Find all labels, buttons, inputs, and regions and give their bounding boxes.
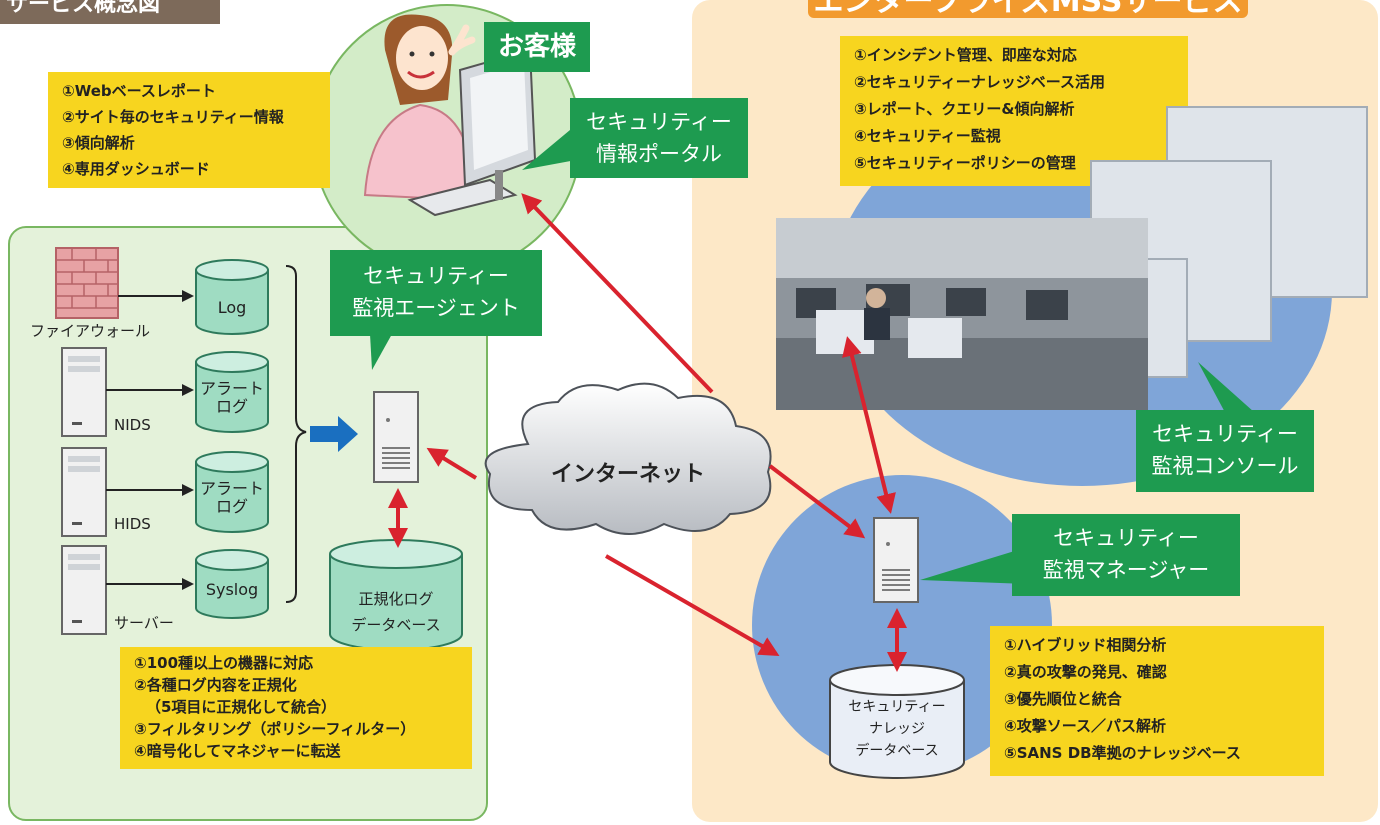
manager-label: セキュリティー 監視マネージャー — [1012, 514, 1240, 596]
console-label-line: セキュリティー — [1152, 422, 1298, 446]
agent-label-line: セキュリティー — [363, 264, 509, 288]
log-label: Log — [217, 298, 247, 317]
portal-label-line: セキュリティー — [586, 110, 732, 134]
firewall-icon — [55, 247, 119, 319]
agent-feature-item: （5項目に正規化して統合） — [146, 698, 336, 716]
agent-label: セキュリティー 監視エージェント — [330, 250, 542, 336]
customer-label: お客様 — [484, 22, 590, 72]
internet-cloud-icon — [484, 382, 772, 535]
portal-feature-item: ③傾向解析 — [62, 134, 135, 152]
manager-feature-item: ①ハイブリッド相関分析 — [1004, 636, 1167, 654]
console-feature-item: ⑤セキュリティーポリシーの管理 — [854, 154, 1076, 172]
agent-label-line: 監視エージェント — [352, 296, 520, 320]
internet-label: インターネット — [550, 462, 705, 487]
agent-feature-item: ③フィルタリング（ポリシーフィルター） — [134, 720, 416, 738]
manager-label-line: セキュリティー — [1053, 526, 1199, 550]
portal-label-line: 情報ポータル — [596, 142, 722, 166]
knowledge-db-label: セキュリティー ナレッジ データベース — [826, 696, 968, 762]
normalized-db-line: データベース — [351, 616, 441, 634]
log-label: アラート ログ — [199, 379, 264, 416]
console-label-line: 監視コンソール — [1151, 454, 1299, 478]
nids-server-icon — [61, 347, 107, 437]
portal-feature-item: ①Webベースレポート — [62, 82, 216, 100]
console-feature-item: ④セキュリティー監視 — [854, 127, 1001, 145]
portal-label: セキュリティー 情報ポータル — [570, 98, 748, 178]
manager-label-pointer — [920, 550, 1026, 584]
log-label: アラート ログ — [199, 479, 264, 516]
portal-feature-item: ④専用ダッシュボード — [62, 160, 210, 178]
console-manager-arrow — [842, 336, 896, 514]
portal-internet-arrow — [521, 193, 714, 394]
console-feature-item: ③レポート、クエリー&傾向解析 — [854, 100, 1075, 118]
manager-server-icon — [873, 517, 919, 603]
agent-server-icon — [373, 391, 419, 483]
agent-feature-item: ②各種ログ内容を正規化 — [134, 676, 297, 694]
internet-manager-arrow — [768, 464, 866, 539]
device-name: ファイアウォール — [30, 322, 151, 340]
device-name: サーバー — [114, 614, 174, 632]
manager-feature-item: ②真の攻撃の発見、確認 — [1004, 663, 1167, 681]
internet-soc-arrow — [605, 554, 780, 656]
customer-illustration — [363, 14, 537, 217]
console-feature-item: ①インシデント管理、即座な対応 — [854, 46, 1077, 64]
knowledge-db-line: セキュリティー — [848, 699, 946, 715]
device-name: HIDS — [114, 515, 151, 533]
agent-feature-item: ④暗号化してマネジャーに転送 — [134, 742, 341, 760]
log-label: Syslog — [205, 580, 259, 599]
manager-feature-item: ⑤SANS DB準拠のナレッジベース — [1004, 744, 1241, 762]
blue-arrow-icon — [310, 416, 358, 452]
device-name: NIDS — [114, 416, 151, 434]
knowledge-db-line: データベース — [855, 743, 939, 759]
normalized-db-icon — [329, 539, 463, 651]
provider-title: エンタープライズMSSサービス — [808, 0, 1248, 18]
diagram-title: サービス概念図 — [0, 0, 220, 24]
normalized-db-label: 正規化ログ データベース — [326, 586, 466, 638]
agent-internet-arrow — [426, 447, 478, 480]
agent-features-note: ①100種以上の機器に対応 ②各種ログ内容を正規化 （5項目に正規化して統合） … — [120, 647, 472, 769]
knowledge-db-line: ナレッジ — [869, 721, 925, 737]
agent-feature-item: ①100種以上の機器に対応 — [134, 654, 314, 672]
site-devices — [55, 247, 307, 635]
console-feature-item: ②セキュリティーナレッジベース活用 — [854, 73, 1106, 91]
console-label-pointer — [1198, 362, 1254, 418]
portal-label-pointer — [522, 130, 576, 170]
hids-server-icon — [61, 447, 107, 537]
manager-feature-item: ④攻撃ソース／パス解析 — [1004, 717, 1166, 735]
agent-label-pointer — [370, 334, 392, 370]
console-label: セキュリティー 監視コンソール — [1136, 410, 1314, 492]
normalized-db-line: 正規化ログ — [358, 590, 434, 608]
server-icon — [61, 545, 107, 635]
portal-feature-item: ②サイト毎のセキュリティー情報 — [62, 108, 284, 126]
portal-features-note: ①Webベースレポート ②サイト毎のセキュリティー情報 ③傾向解析 ④専用ダッシ… — [48, 72, 330, 188]
manager-label-line: 監視マネージャー — [1042, 558, 1210, 582]
soc-photo — [776, 218, 1148, 410]
manager-feature-item: ③優先順位と統合 — [1004, 690, 1122, 708]
knowledge-db-icon — [829, 664, 965, 779]
manager-features-note: ①ハイブリッド相関分析 ②真の攻撃の発見、確認 ③優先順位と統合 ④攻撃ソース／… — [990, 626, 1324, 776]
